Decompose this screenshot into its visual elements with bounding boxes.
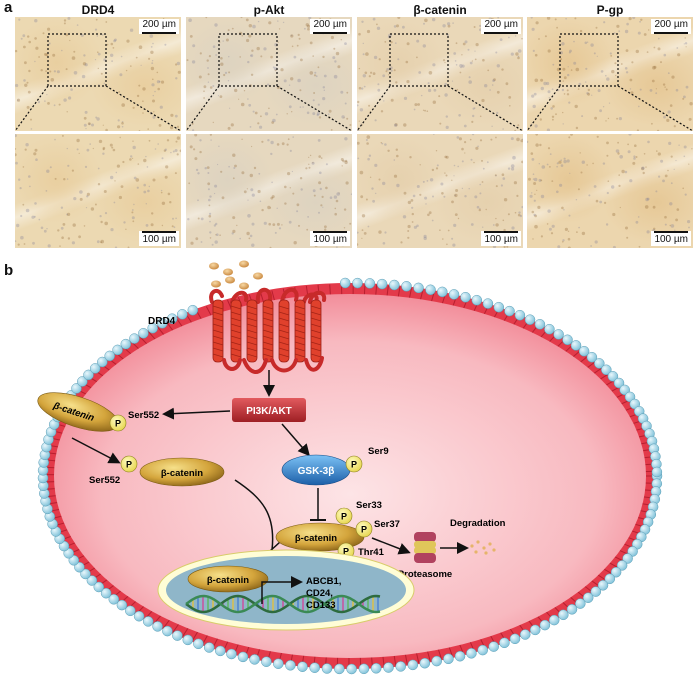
pi3k-akt-label: PI3K/AKT	[246, 406, 292, 417]
transcription-arrow	[261, 576, 303, 604]
panel-b-letter: b	[4, 262, 14, 279]
scale-bar: 100 µm	[651, 231, 691, 246]
ihc-low-mag-1: 200 µm	[186, 17, 352, 131]
gsk-site: Ser9	[368, 446, 389, 457]
cyto-bcat-label: β-catenin	[161, 468, 203, 479]
cyto-site: Ser552	[89, 475, 120, 486]
target-cd133: CD133	[306, 600, 336, 611]
column-title-1: p-Akt	[253, 3, 285, 17]
svg-text:P: P	[361, 525, 367, 535]
deg-bcat-label: β-catenin	[295, 533, 337, 544]
ihc-low-mag-3: 200 µm	[527, 17, 693, 131]
ihc-high-mag-3: 100 µm	[527, 134, 693, 248]
degradation-label: Degradation	[450, 518, 506, 529]
gsk3b-label: GSK-3β	[298, 466, 335, 477]
site-ser37: Ser37	[374, 519, 400, 530]
arrow-pi3k-membrane-bcat	[162, 407, 231, 420]
scale-bar: 200 µm	[139, 19, 179, 34]
column-title-0: DRD4	[81, 3, 115, 17]
nuclear-bcat	[187, 565, 269, 593]
scale-bar: 200 µm	[310, 19, 350, 34]
membrane-site: Ser552	[128, 410, 159, 421]
svg-text:P: P	[126, 460, 132, 470]
column-title-2: β-catenin	[413, 3, 467, 17]
ihc-low-mag-0: 200 µm	[15, 17, 181, 131]
drd4-label: DRD4	[148, 316, 176, 327]
dna-helix	[185, 594, 381, 614]
panel-a-letter: a	[4, 0, 13, 16]
ligands	[209, 260, 263, 290]
scale-bar: 200 µm	[481, 19, 521, 34]
pi3k-akt-box	[232, 398, 306, 422]
svg-text:P: P	[341, 512, 347, 522]
membrane-p	[109, 414, 127, 432]
cyto-bcat	[139, 457, 225, 487]
arrow-pi3k-gsk	[281, 423, 310, 457]
site-ser33: Ser33	[356, 500, 382, 511]
scale-bar: 200 µm	[651, 19, 691, 34]
degraded-fragments	[470, 540, 496, 555]
proteasome-icon	[414, 532, 436, 563]
scale-bar: 100 µm	[139, 231, 179, 246]
scale-bar: 100 µm	[481, 231, 521, 246]
ihc-high-mag-0: 100 µm	[15, 134, 181, 248]
scale-bar: 100 µm	[310, 231, 350, 246]
nuclear-bcat-label: β-catenin	[207, 575, 249, 586]
svg-text:P: P	[351, 460, 357, 470]
ihc-high-mag-2: 100 µm	[357, 134, 523, 248]
cyto-p	[120, 455, 138, 473]
column-title-3: P-gp	[596, 3, 624, 17]
target-cd24: CD24,	[306, 588, 333, 599]
gsk-p	[345, 455, 363, 473]
arrow-to-proteasome	[371, 537, 411, 555]
proteasome-label: Proteasome	[398, 569, 452, 580]
target-abcb1: ABCB1,	[306, 576, 341, 587]
ihc-high-mag-1: 100 µm	[186, 134, 352, 248]
svg-text:P: P	[115, 419, 121, 429]
site-thr41: Thr41	[358, 547, 385, 558]
drd4-receptor	[209, 287, 327, 374]
svg-text:P: P	[343, 547, 349, 557]
ihc-low-mag-2: 200 µm	[357, 17, 523, 131]
arrow-membrane-to-cyto	[71, 437, 121, 464]
nucleus	[166, 556, 406, 624]
